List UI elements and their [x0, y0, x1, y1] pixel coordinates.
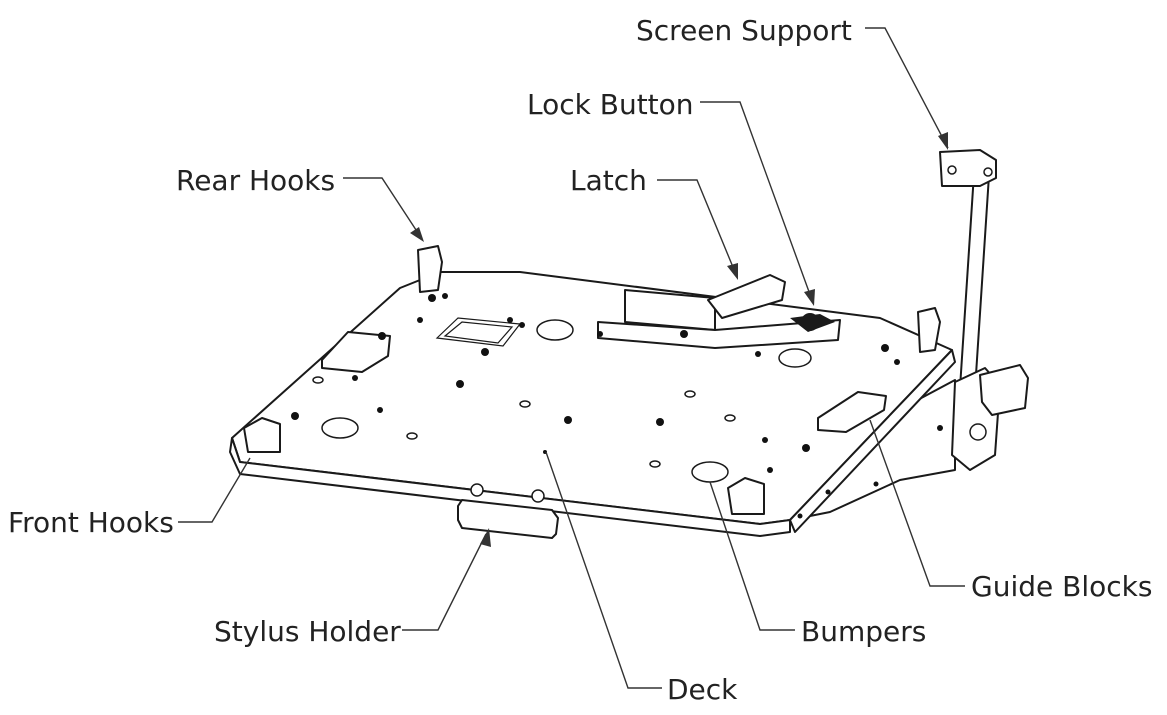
label-bumpers: Bumpers — [801, 615, 926, 648]
rear-hook-right — [917, 307, 941, 353]
label-deck: Deck — [667, 673, 738, 706]
screen-support-arm — [959, 157, 991, 391]
screen-support-top — [939, 149, 997, 187]
front-hook-left — [243, 417, 281, 453]
leader-front-hooks — [178, 457, 251, 523]
deck-cutout-inner — [443, 321, 514, 344]
docking-station-drawing — [229, 149, 1029, 539]
leader-lock-button — [700, 101, 813, 301]
callout-labels: Screen Support Lock Button Rear Hooks La… — [8, 14, 1152, 706]
stylus-holder — [457, 499, 559, 539]
bumper — [691, 461, 729, 483]
bumper — [321, 417, 359, 439]
front-hook-right — [727, 477, 765, 515]
label-rear-hooks: Rear Hooks — [176, 164, 335, 197]
leader-deck — [545, 451, 662, 689]
bumper — [778, 348, 812, 368]
label-latch: Latch — [570, 164, 647, 197]
leader-rear-hooks — [343, 177, 421, 237]
label-guide-blocks: Guide Blocks — [971, 570, 1152, 603]
leader-bumpers — [709, 481, 795, 631]
deck-open-holes — [312, 376, 736, 468]
label-lock-button: Lock Button — [527, 88, 694, 121]
leader-stylus-holder — [402, 533, 487, 631]
leader-latch — [657, 179, 736, 273]
label-stylus-holder: Stylus Holder — [214, 615, 401, 648]
deck-holes — [265, 293, 900, 473]
hinge-knob — [979, 364, 1029, 416]
rear-hook-left — [417, 245, 443, 293]
leader-screen-support — [865, 27, 949, 149]
deck-right-edge — [789, 349, 956, 533]
latch-lever — [707, 274, 786, 319]
label-front-hooks: Front Hooks — [8, 506, 174, 539]
latch-plate — [597, 319, 841, 349]
guide-block-right — [817, 391, 887, 433]
bumper — [536, 319, 574, 341]
deck-front-edge — [229, 437, 791, 537]
callout-leaders — [178, 27, 965, 689]
label-screen-support: Screen Support — [636, 14, 852, 47]
leader-guide-blocks — [869, 419, 965, 587]
lock-button-knob — [801, 313, 819, 331]
guide-block-left — [321, 331, 391, 373]
